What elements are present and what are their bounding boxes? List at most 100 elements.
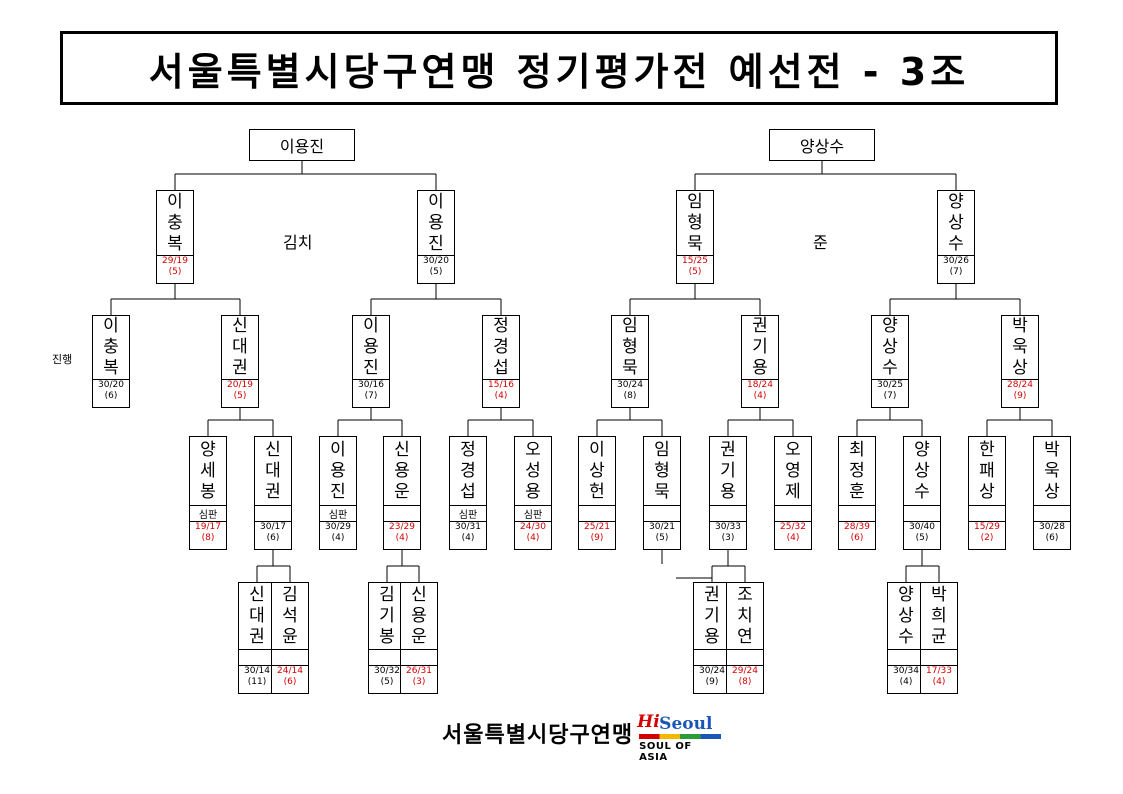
inning: (6) <box>104 391 118 401</box>
score: 30/34 <box>893 666 919 676</box>
inning: (11) <box>247 677 267 687</box>
inning: (4) <box>331 533 345 543</box>
inning: (5) <box>168 267 182 277</box>
score-cell: 24/14(6) <box>272 665 308 688</box>
inning: (5) <box>429 267 443 277</box>
score: 18/24 <box>747 380 773 390</box>
empty-cell <box>384 505 420 521</box>
score: 28/39 <box>844 522 870 532</box>
inning: (4) <box>494 391 508 401</box>
inning: (3) <box>412 677 426 687</box>
logo-stripes <box>639 734 722 739</box>
empty-cell <box>904 505 940 521</box>
score-cell: 30/14(11) <box>239 665 275 688</box>
score-cell: 15/25(5) <box>677 255 713 278</box>
score: 25/21 <box>584 522 610 532</box>
inning: (6) <box>850 533 864 543</box>
annotation-right-final: 준 <box>813 233 828 252</box>
score: 30/28 <box>1039 522 1065 532</box>
inning: (7) <box>364 391 378 401</box>
score-cell: 23/29(4) <box>384 521 420 544</box>
score: 30/16 <box>358 380 384 390</box>
score-cell: 30/25(7) <box>872 379 908 402</box>
score: 30/24 <box>699 666 725 676</box>
score-cell: 30/21(5) <box>644 521 680 544</box>
score: 23/29 <box>389 522 415 532</box>
page-title: 서울특별시당구연맹 정기평가전 예선전 - 3조 <box>60 31 1058 105</box>
inning: (9) <box>590 533 604 543</box>
score: 30/20 <box>98 380 124 390</box>
score: 30/24 <box>617 380 643 390</box>
logo-hi-text: Hi <box>637 712 660 732</box>
empty-cell <box>727 649 763 665</box>
empty-cell <box>710 505 746 521</box>
empty-cell <box>579 505 615 521</box>
referee-label: 심판 <box>320 505 356 521</box>
inning: (9) <box>1013 391 1027 401</box>
score-cell: 30/24(8) <box>612 379 648 402</box>
empty-cell <box>839 505 875 521</box>
empty-cell <box>969 505 1005 521</box>
score-cell: 30/16(7) <box>353 379 389 402</box>
hi-seoul-logo: Hi Seoul SOUL OF ASIA <box>637 710 723 763</box>
referee-label: 심판 <box>190 505 226 521</box>
empty-cell <box>644 505 680 521</box>
score: 20/19 <box>227 380 253 390</box>
logo-tagline: SOUL OF ASIA <box>639 741 692 763</box>
inning: (6) <box>1045 533 1059 543</box>
score-cell: 19/17(8) <box>190 521 226 544</box>
score-cell: 20/19(5) <box>222 379 258 402</box>
inning: (7) <box>949 267 963 277</box>
score: 30/29 <box>325 522 351 532</box>
inning: (4) <box>899 677 913 687</box>
score: 30/21 <box>649 522 675 532</box>
score: 30/40 <box>909 522 935 532</box>
score: 28/24 <box>1007 380 1033 390</box>
score-cell: 30/24(9) <box>694 665 730 688</box>
score-cell: 18/24(4) <box>742 379 778 402</box>
score-cell: 28/39(6) <box>839 521 875 544</box>
score: 30/20 <box>423 256 449 266</box>
empty-cell <box>694 649 730 665</box>
score-cell: 30/29(4) <box>320 521 356 544</box>
inning: (4) <box>461 533 475 543</box>
inning: (8) <box>738 677 752 687</box>
inning: (3) <box>721 533 735 543</box>
score: 30/26 <box>943 256 969 266</box>
score-cell: 15/29(2) <box>969 521 1005 544</box>
score: 26/31 <box>406 666 432 676</box>
score-cell: 30/17(6) <box>255 521 291 544</box>
inning: (5) <box>233 391 247 401</box>
